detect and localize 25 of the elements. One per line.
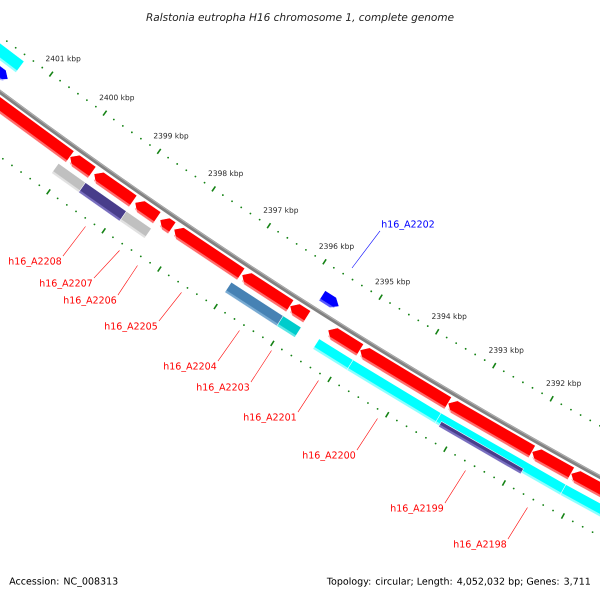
gene-label: h16_A2207 bbox=[40, 279, 92, 289]
leader-line bbox=[298, 380, 319, 412]
leader-line bbox=[118, 265, 138, 296]
gene-label: h16_A2208 bbox=[9, 257, 62, 267]
leader-line bbox=[250, 350, 272, 382]
leader-line bbox=[444, 470, 466, 504]
leader-line bbox=[352, 230, 380, 268]
leader-line bbox=[508, 507, 528, 540]
title: Ralstonia eutropha H16 chromosome 1, complete genome bbox=[146, 12, 454, 24]
genome-info-label: Topology: circular; Length: 4,052,032 bp; Genes: 3,711 bbox=[326, 577, 590, 587]
gene-label: h16_A2204 bbox=[164, 362, 216, 372]
leader-line bbox=[356, 418, 378, 450]
gene-label: h16_A2202 bbox=[382, 220, 434, 230]
leader-line bbox=[94, 250, 120, 278]
gene-label: h16_A2205 bbox=[105, 322, 157, 332]
leader-line bbox=[158, 292, 182, 322]
accession-label: Accession: NC_008313 bbox=[9, 577, 118, 587]
gene-label: h16_A2198 bbox=[454, 540, 506, 550]
leader-line bbox=[218, 330, 240, 362]
gene-label: h16_A2201 bbox=[244, 413, 296, 423]
gene-label: h16_A2206 bbox=[64, 296, 116, 306]
gene-label: h16_A2203 bbox=[197, 383, 249, 393]
gene-label: h16_A2199 bbox=[391, 504, 444, 514]
gene-label: h16_A2200 bbox=[303, 451, 356, 461]
leader-line bbox=[62, 226, 86, 256]
